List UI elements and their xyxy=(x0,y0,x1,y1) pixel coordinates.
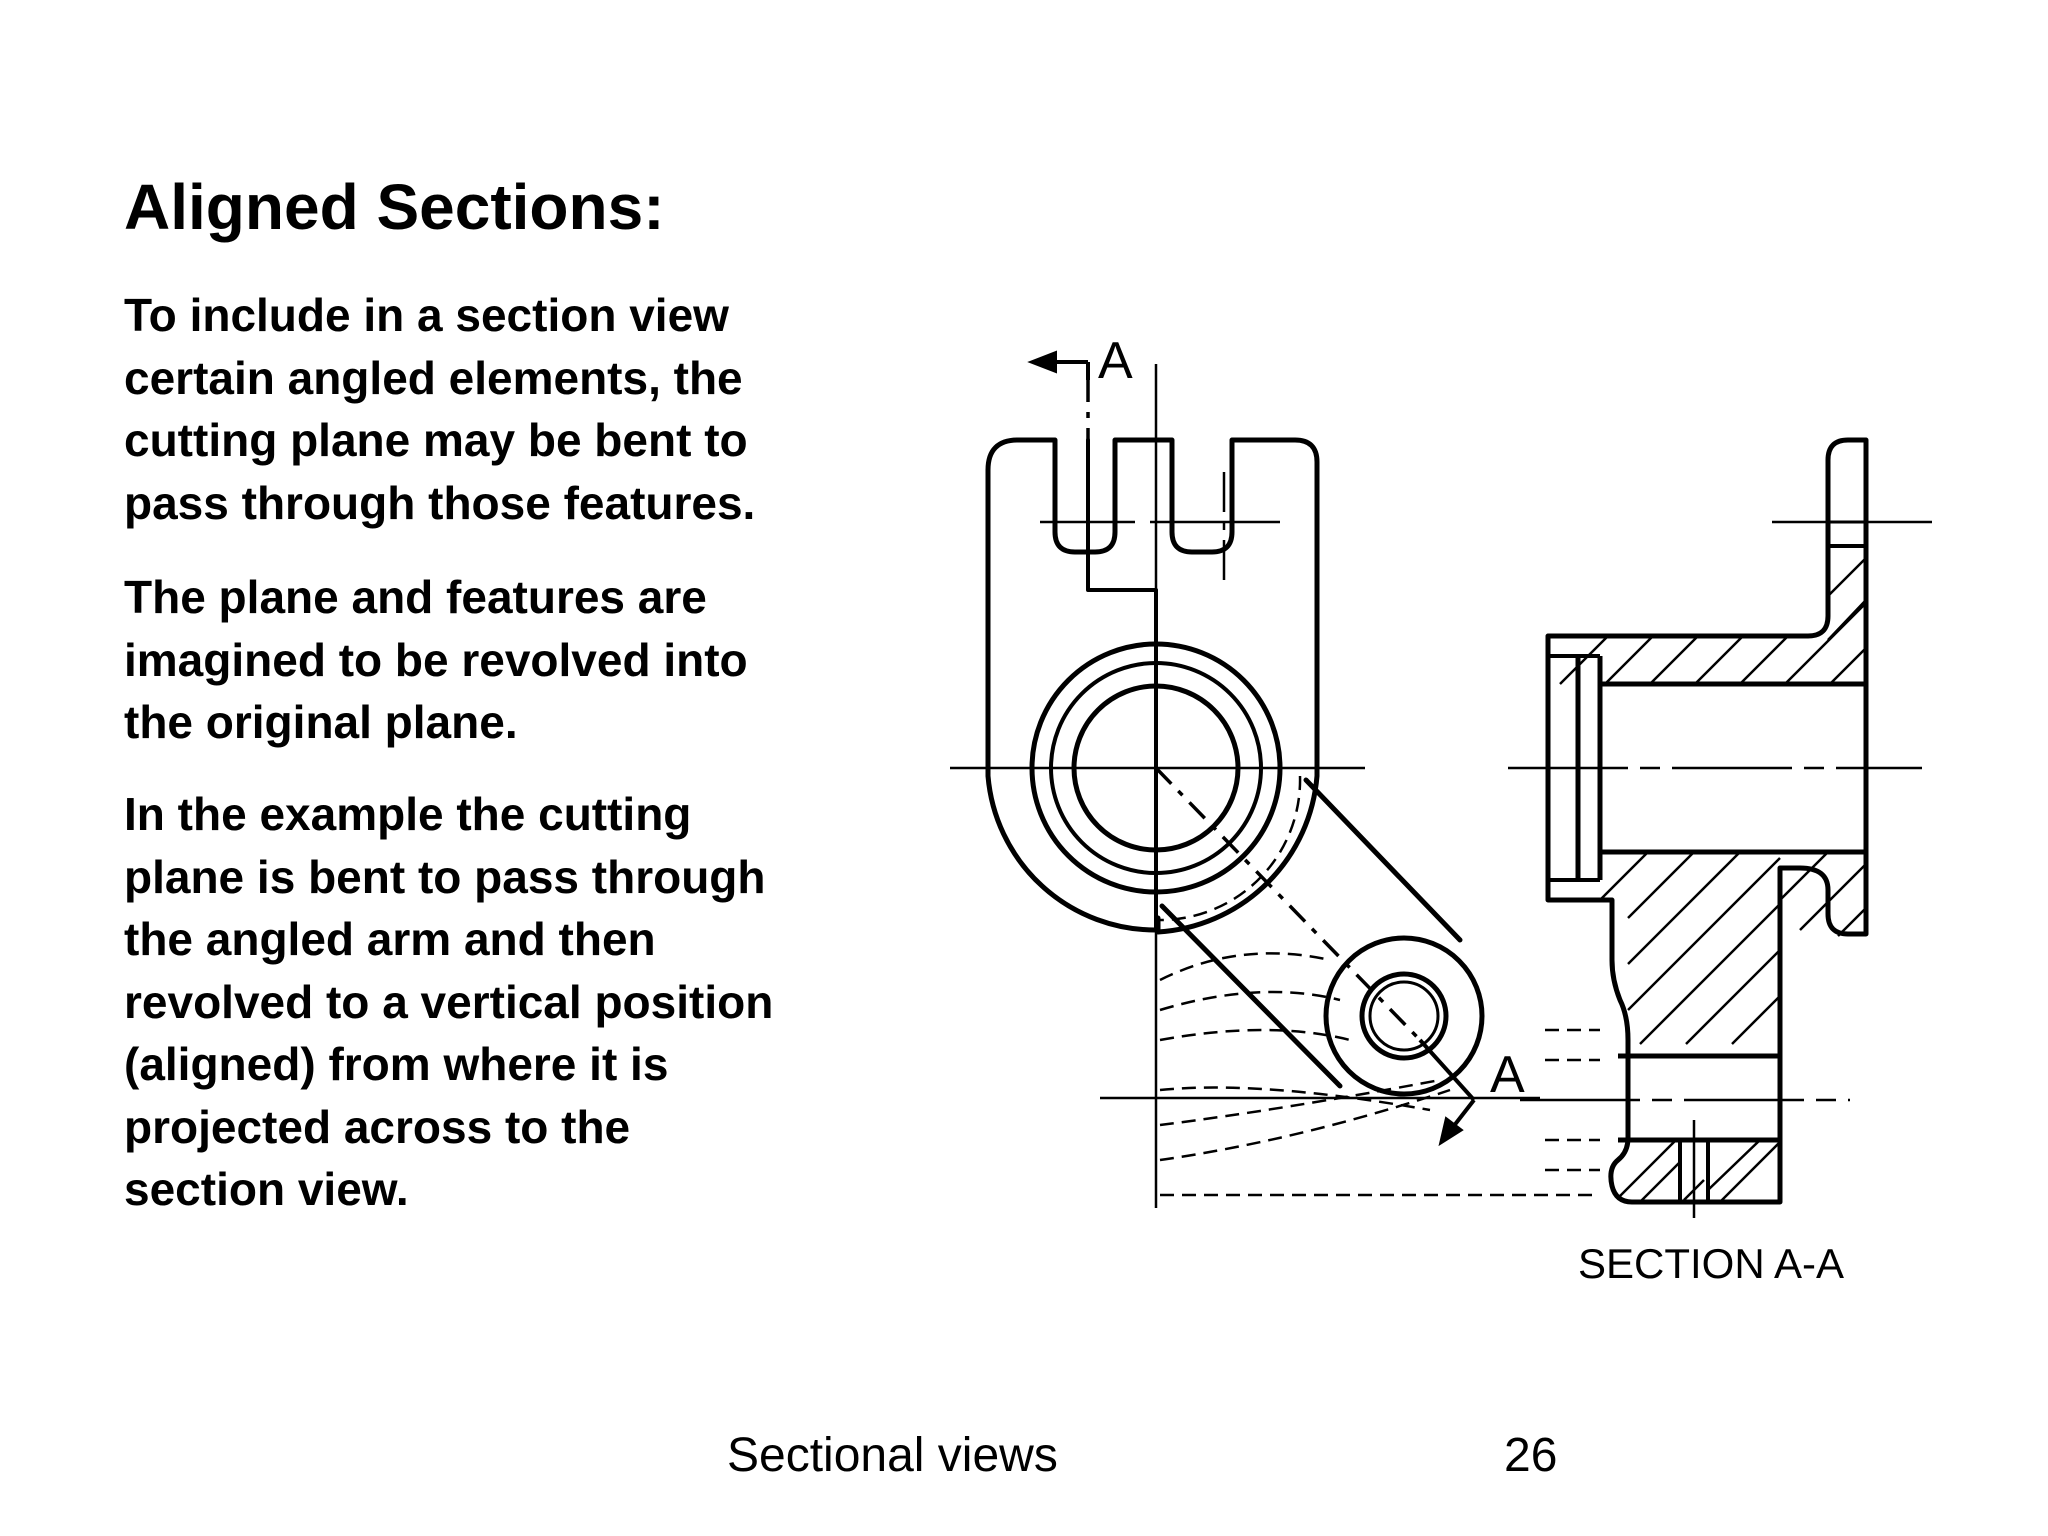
cutting-plane-line xyxy=(1027,350,1476,1147)
page-number: 26 xyxy=(1504,1429,1558,1482)
slide-title: Aligned Sections: xyxy=(124,171,665,243)
paragraph-revolved-into-plane: The plane and features are imagined to b… xyxy=(124,571,748,748)
section-caption: SECTION A-A xyxy=(1578,1240,1844,1287)
center-lines xyxy=(950,364,1932,1218)
cutting-plane-label-bottom: A xyxy=(1490,1046,1525,1104)
front-view-hidden-lines xyxy=(1159,775,1600,1197)
paragraph-example-description: In the example the cutting plane is bent… xyxy=(124,788,774,1215)
footer-title: Sectional views xyxy=(727,1429,1058,1482)
section-hatching xyxy=(1559,557,1867,1203)
section-view xyxy=(1545,437,1869,1205)
cutting-plane-label-top: A xyxy=(1098,332,1133,390)
paragraph-cutting-plane-bent: To include in a section view certain ang… xyxy=(124,289,756,529)
